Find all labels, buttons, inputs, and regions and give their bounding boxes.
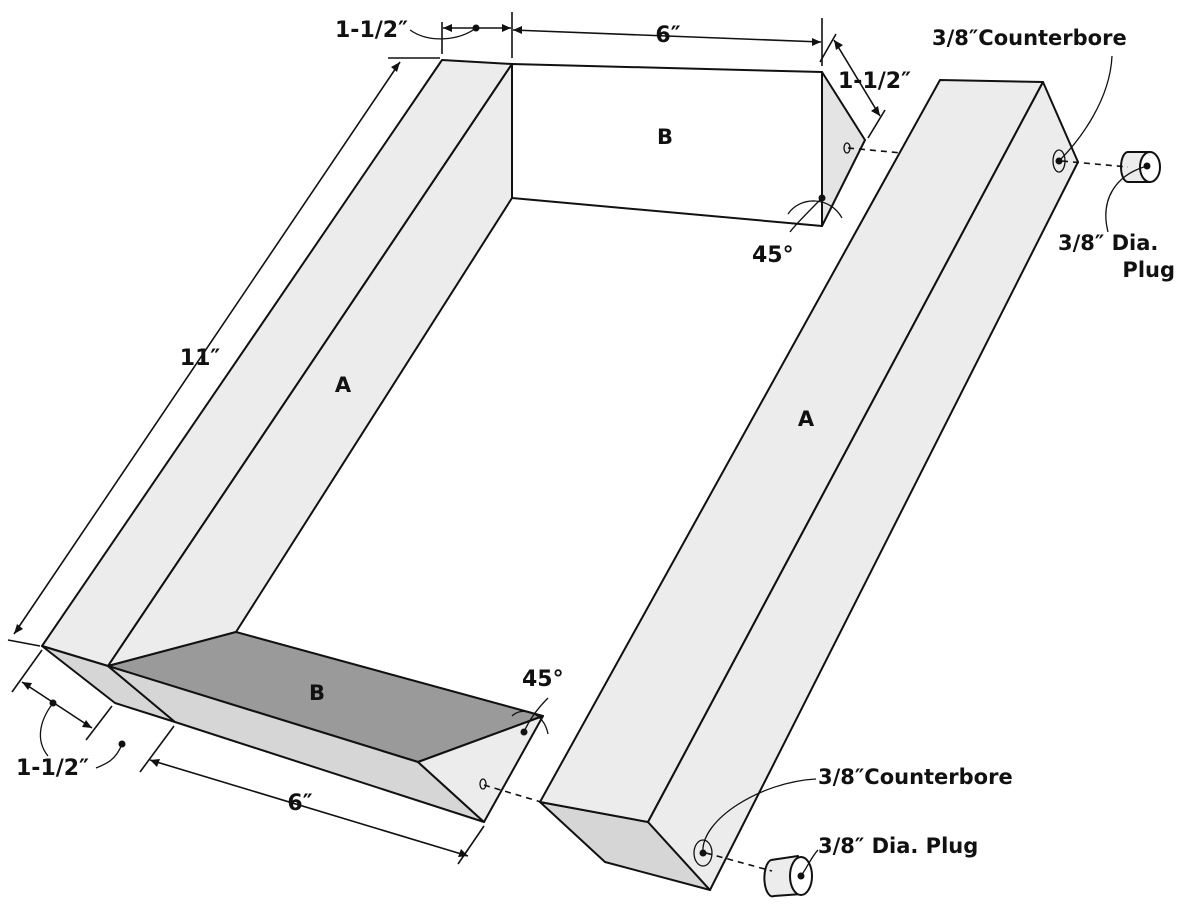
callout-counterbore-top: 3/8″Counterbore: [932, 26, 1127, 50]
dim-top: [409, 12, 823, 66]
dowel-line-top-right: [1061, 160, 1129, 168]
dim-label-top-width: 1-1/2″: [335, 18, 408, 43]
left-a-top-face: [41, 59, 513, 667]
bottom-b-miter-face: [417, 715, 544, 823]
dim-label-bottom-length: 6″: [287, 791, 312, 816]
right-a-counterbore-bottom: [693, 839, 713, 867]
dim-label-top-length: 6″: [655, 23, 680, 48]
top-board-b: [511, 63, 866, 227]
dowel-line-bottom-right: [705, 852, 773, 872]
angle-bottom-marker: [511, 697, 549, 736]
dim-label-top-right-width: 1-1/2″: [838, 69, 911, 94]
callout-plug-bottom: 3/8″ Dia. Plug: [818, 834, 978, 858]
dim-label-bottom-width: 1-1/2″: [16, 756, 89, 781]
dowel-line-top-left: [847, 147, 903, 154]
callout-leaders: [699, 55, 1151, 880]
label-part-a-right: A: [798, 407, 815, 431]
dim-top-right: [819, 33, 886, 139]
bottom-b-dowel-hole: [479, 778, 487, 790]
plug-top: [1120, 151, 1161, 183]
angle-top-marker: [787, 194, 843, 233]
plug-bottom: [763, 855, 813, 898]
bottom-board-b: [107, 631, 544, 823]
angle-label-top: 45°: [752, 243, 794, 268]
callout-plug-top-line1: 3/8″ Dia.: [1058, 231, 1158, 255]
dowel-line-bottom-left: [483, 784, 542, 803]
callout-counterbore-bottom: 3/8″Counterbore: [818, 765, 1013, 789]
label-part-a-left: A: [335, 373, 352, 397]
right-board-a: [539, 79, 1079, 891]
dim-left: [7, 57, 440, 647]
label-part-b-top: B: [657, 125, 673, 149]
right-a-edge-line: [647, 81, 1044, 823]
left-a-edge-line: [107, 63, 513, 667]
dim-label-left-length: 11″: [180, 346, 221, 371]
label-part-b-bottom: B: [309, 681, 325, 705]
left-board-a: [41, 59, 513, 723]
dim-bottom: [11, 649, 485, 865]
callout-plug-top-line2: Plug: [1122, 258, 1175, 282]
angle-label-bottom: 45°: [522, 667, 564, 692]
